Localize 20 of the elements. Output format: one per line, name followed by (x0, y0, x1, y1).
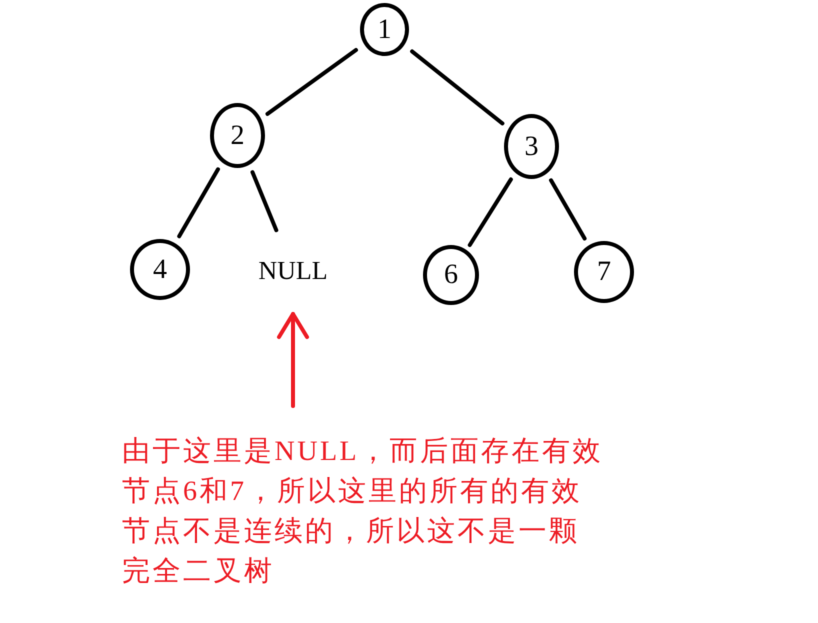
node-value: 7 (597, 258, 611, 286)
tree-node-circle (210, 103, 265, 168)
annotation-text: 由于这里是NULL，而后面存在有效节点6和7，所以这里的所有的有效节点不是连续的，所以这不是一颗完全二叉树 (122, 432, 606, 592)
null-label: NULL (258, 258, 328, 284)
tree-edge-line (177, 167, 220, 238)
tree-node-circle (130, 239, 190, 300)
node-value: 2 (230, 122, 244, 150)
node-value: 4 (153, 256, 167, 284)
node-value: 6 (444, 261, 458, 289)
arrow (277, 312, 309, 408)
tree-edge-line (410, 49, 504, 126)
node-value: 3 (524, 132, 538, 160)
tree-node-circle (574, 241, 634, 303)
tree-edge-line (266, 48, 358, 116)
tree-node-circle (504, 114, 559, 179)
tree-edge-line (549, 178, 587, 240)
node-value: 1 (378, 16, 392, 44)
tree-edge-line (250, 170, 278, 232)
tree-node-circle (423, 245, 479, 305)
tree-node-circle (360, 3, 409, 56)
